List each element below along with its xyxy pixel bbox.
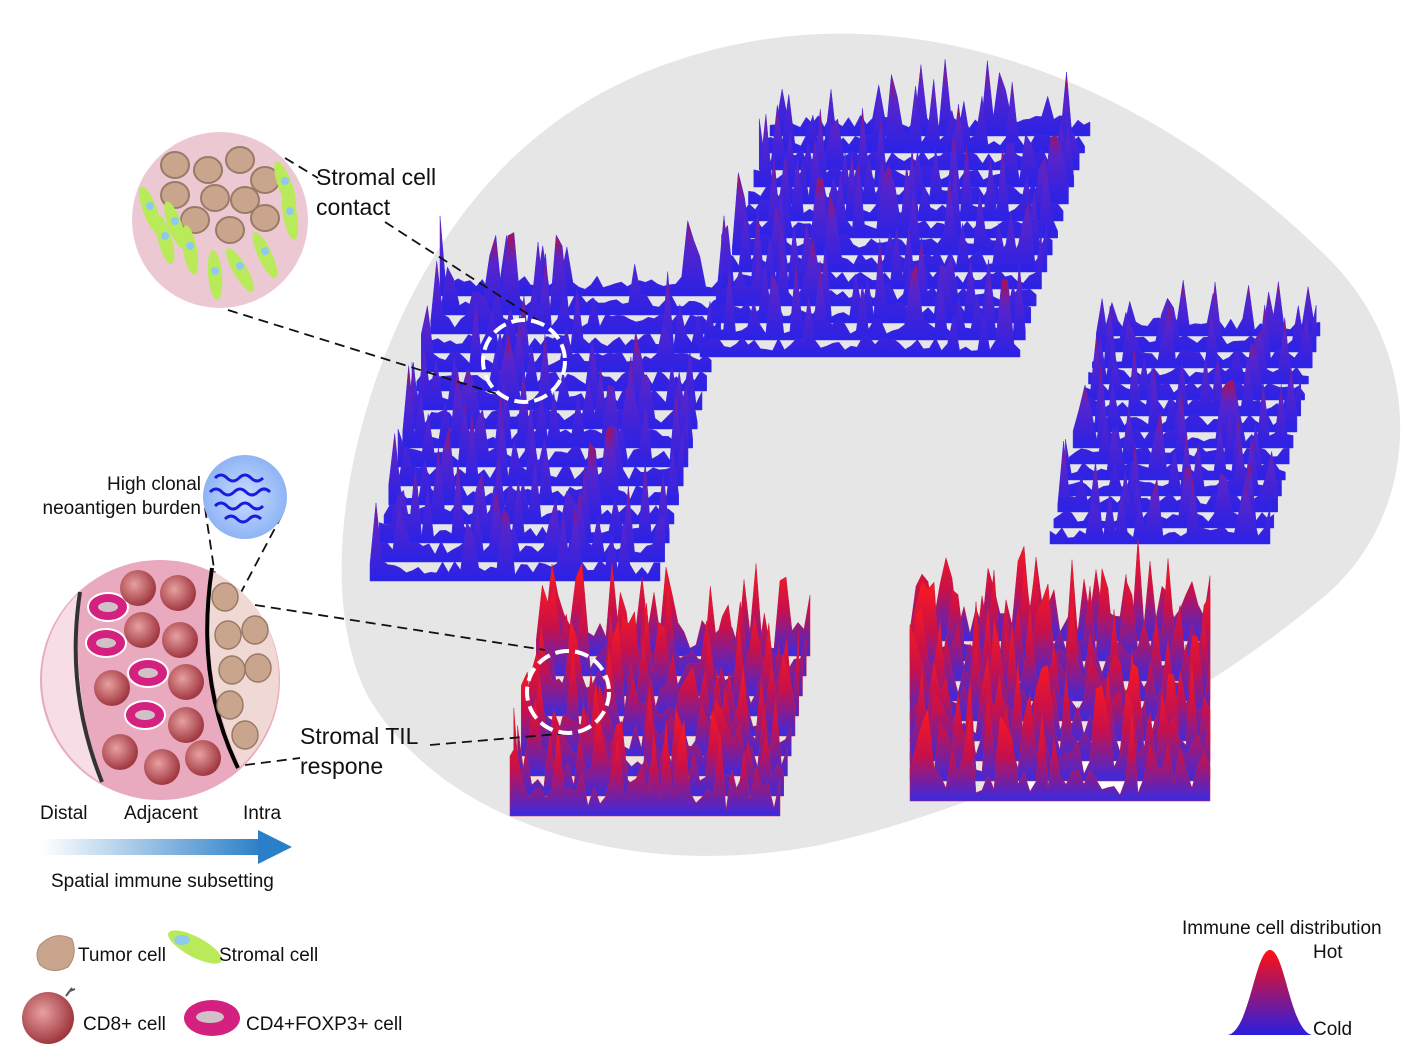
- cd8-cell: [185, 740, 221, 776]
- stromal-nucleus: [286, 207, 294, 215]
- tumor-cell: [216, 690, 244, 720]
- terrain-ridge: [379, 460, 670, 544]
- terrain-ridge: [705, 260, 1026, 341]
- cd8-cell: [168, 664, 204, 700]
- terrain-ridge: [909, 558, 1211, 662]
- stromal-cell-icon: [168, 930, 222, 964]
- tumor-cell: [244, 653, 272, 683]
- terrain-ridge: [1053, 456, 1275, 529]
- scale-cold: Cold: [1313, 1019, 1353, 1040]
- tumor-cell: [193, 156, 223, 184]
- treg-nucleus: [96, 638, 116, 648]
- zone-adjacent: Adjacent: [124, 803, 198, 824]
- terrain-region-5: [909, 538, 1211, 802]
- cd8-cell: [162, 622, 198, 658]
- stromal-nucleus: [236, 262, 244, 270]
- treg-nucleus: [98, 602, 118, 612]
- stromal-contact-inset: [132, 132, 308, 308]
- treg-cell-icon: [184, 1000, 240, 1036]
- terrain-ridge: [509, 719, 781, 817]
- terrain-ridge: [726, 192, 1048, 273]
- stromal-nucleus: [186, 242, 194, 250]
- cd8-cell-icon: [22, 987, 76, 1044]
- cd8-cell: [144, 749, 180, 785]
- cd8-cell: [124, 612, 160, 648]
- tumor-cell: [215, 216, 245, 244]
- treg-nucleus: [138, 668, 158, 678]
- stromal-nucleus: [146, 202, 154, 210]
- tumor-cell: [225, 146, 255, 174]
- scale-hot: Hot: [1313, 942, 1343, 963]
- terrain-ridge: [1065, 410, 1286, 481]
- hot-cold-scale-icon: [1228, 950, 1312, 1035]
- tumor-cell: [218, 655, 246, 685]
- terrain-region-2: [699, 59, 1091, 358]
- terrain-region-3: [1049, 279, 1321, 545]
- tumor-cell-icon: [36, 935, 75, 971]
- terrain-ridge: [710, 239, 1032, 324]
- tumor-cell: [160, 151, 190, 179]
- terrain-ridge: [369, 498, 661, 582]
- arrow-label: Spatial immune subsetting: [51, 871, 274, 892]
- tumor-cell: [211, 582, 239, 612]
- connector-lines: [204, 157, 571, 766]
- spatial-subsetting-inset: [40, 560, 280, 800]
- spatial-arrow: [42, 830, 292, 864]
- stromal-nucleus: [211, 267, 219, 275]
- legend-treg: CD4+FOXP3+ cell: [246, 1014, 403, 1035]
- terrain-ridge: [909, 707, 1211, 802]
- cd8-cell: [168, 707, 204, 743]
- terrain-ridge: [699, 279, 1021, 358]
- terrain-ridge: [721, 208, 1042, 290]
- cd8-cell: [120, 570, 156, 606]
- zone-distal: Distal: [40, 803, 88, 824]
- terrain-ridge: [1049, 474, 1271, 545]
- legend-cd8: CD8+ cell: [83, 1014, 166, 1035]
- cd8-cell: [160, 575, 196, 611]
- legend-stromal: Stromal cell: [219, 945, 319, 966]
- tumor-cell: [214, 620, 242, 650]
- stromal-nucleus: [161, 232, 169, 240]
- stromal-contact-highlight: [481, 318, 567, 404]
- cd8-cell: [94, 670, 130, 706]
- tumor-cell: [250, 204, 280, 232]
- tumor-cell: [231, 720, 259, 750]
- stromal-nucleus: [261, 247, 269, 255]
- stromal-nucleus: [281, 177, 289, 185]
- cd8-cell: [102, 734, 138, 770]
- tumor-cell: [200, 184, 230, 212]
- neoantigen-icon: [203, 455, 287, 539]
- legend-tumor: Tumor cell: [78, 945, 166, 966]
- tumor-cell: [230, 186, 260, 214]
- til-response-highlight: [525, 649, 611, 735]
- terrain-region-4: [509, 562, 811, 817]
- stromal-nucleus: [171, 217, 179, 225]
- tumor-cell: [160, 181, 190, 209]
- terrain-group: [369, 59, 1321, 817]
- zone-intra: Intra: [243, 803, 282, 824]
- tumor-cell: [241, 615, 269, 645]
- legend-icons: [22, 930, 240, 1044]
- terrain-ridge: [421, 295, 712, 373]
- scale-title: Immune cell distribution: [1182, 918, 1382, 939]
- treg-nucleus: [135, 710, 155, 720]
- terrain-ridge: [374, 485, 665, 563]
